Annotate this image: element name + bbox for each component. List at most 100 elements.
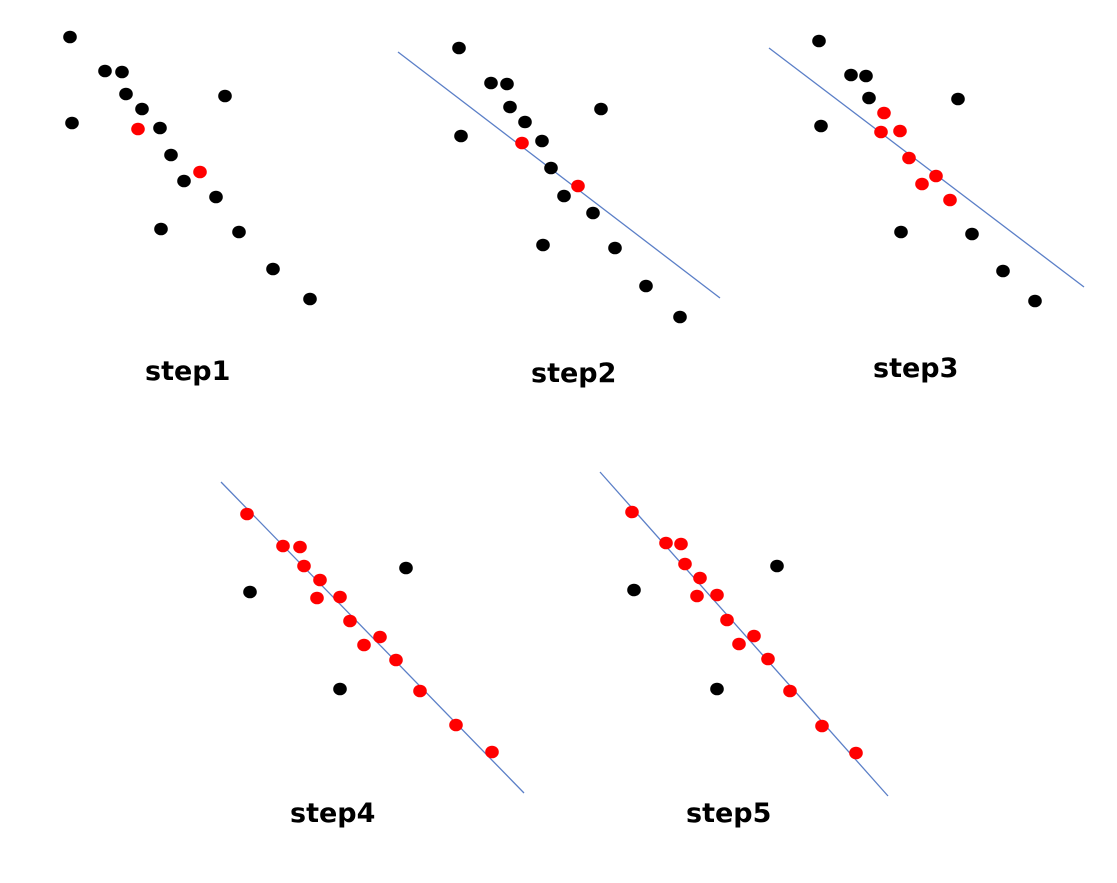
panel-step5: step5 [599,471,889,829]
step2-point-13 [586,206,600,220]
step3-point-15 [965,227,979,241]
panel-step2: step2 [397,41,721,389]
step2-point-5 [518,115,532,129]
step1-point-2 [98,64,112,78]
step4-label: step4 [290,798,375,829]
step4-point-17-inlier [485,745,499,759]
step3-point-10-inlier [915,177,929,191]
step1-point-14 [154,222,168,236]
step5-point-6 [627,583,641,597]
step5-point-10-inlier [732,637,746,651]
step1-point-7-inlier [131,122,145,136]
step1-point-17 [303,292,317,306]
panel-step3: step3 [768,34,1085,384]
step2-points [452,41,687,324]
step3-fit-line [768,47,1085,288]
step4-points [240,507,499,759]
step5-point-7-inlier [690,589,704,603]
step2-point-11-inlier [571,179,585,193]
step5-point-17-inlier [849,746,863,760]
step2-point-16 [639,279,653,293]
panel-step4: step4 [220,481,525,829]
step3-point-3 [859,69,873,83]
step2-point-8 [535,134,549,148]
step1-point-12 [218,89,232,103]
step5-point-11-inlier [747,629,761,643]
step5-point-1-inlier [625,505,639,519]
step2-point-14 [536,238,550,252]
step2-point-7-inlier [515,136,529,150]
step3-point-14 [894,225,908,239]
step5-point-2-inlier [659,536,673,550]
step5-points [625,505,863,760]
step4-point-3-inlier [293,540,307,554]
step2-point-10 [557,189,571,203]
step2-label: step2 [531,358,616,389]
step1-point-5 [135,102,149,116]
step4-point-14 [333,682,347,696]
step4-point-9-inlier [343,614,357,628]
step3-label: step3 [873,353,958,384]
step2-point-3 [500,77,514,91]
step4-point-11-inlier [373,630,387,644]
step2-point-1 [452,41,466,55]
step4-point-15-inlier [413,684,427,698]
step3-point-8-inlier [893,124,907,138]
step4-point-10-inlier [357,638,371,652]
step1-point-11-inlier [193,165,207,179]
step4-fit-line [220,481,525,794]
step1-point-16 [266,262,280,276]
step4-point-4-inlier [297,559,311,573]
step5-point-4-inlier [678,557,692,571]
step5-point-8-inlier [710,588,724,602]
step3-point-11-inlier [929,169,943,183]
step1-point-13 [209,190,223,204]
step2-point-4 [503,100,517,114]
step4-point-1-inlier [240,507,254,521]
step5-point-12 [770,559,784,573]
step2-fit-line [397,51,721,299]
step4-point-7-inlier [310,591,324,605]
step4-point-6 [243,585,257,599]
step2-point-9 [544,161,558,175]
step5-point-3-inlier [674,537,688,551]
step5-point-9-inlier [720,613,734,627]
step1-points [63,30,317,306]
step4-point-5-inlier [313,573,327,587]
step2-point-2 [484,76,498,90]
step3-point-2 [844,68,858,82]
step3-point-12 [951,92,965,106]
step4-point-12 [399,561,413,575]
step5-point-5-inlier [693,571,707,585]
step4-point-8-inlier [333,590,347,604]
step4-point-13-inlier [389,653,403,667]
step3-point-7-inlier [874,125,888,139]
panel-step1: step1 [63,30,317,387]
step5-point-16-inlier [815,719,829,733]
step1-point-1 [63,30,77,44]
step3-point-1 [812,34,826,48]
step5-fit-line [599,471,889,797]
step1-point-15 [232,225,246,239]
step1-point-3 [115,65,129,79]
step3-point-9-inlier [902,151,916,165]
step1-point-9 [164,148,178,162]
step1-point-4 [119,87,133,101]
step1-label: step1 [145,356,230,387]
step2-point-12 [594,102,608,116]
step4-point-2-inlier [276,539,290,553]
step2-point-17 [673,310,687,324]
step3-point-5-inlier [877,106,891,120]
step3-point-16 [996,264,1010,278]
step2-point-6 [454,129,468,143]
step3-point-17 [1028,294,1042,308]
step3-point-13-inlier [943,193,957,207]
step1-point-8 [153,121,167,135]
step5-label: step5 [686,798,771,829]
step4-point-16-inlier [449,718,463,732]
step3-point-4 [862,91,876,105]
step5-point-13-inlier [761,652,775,666]
step3-point-6 [814,119,828,133]
step1-point-10 [177,174,191,188]
